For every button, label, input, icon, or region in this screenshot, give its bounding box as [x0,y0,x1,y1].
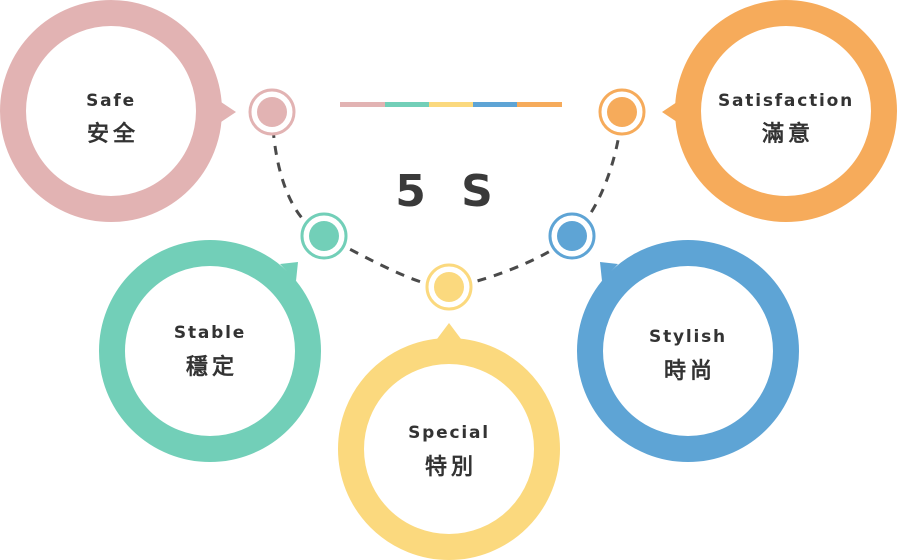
label-zh-safe: 安全 [87,121,139,147]
item-special: Special 特別 [338,263,560,560]
ring-stable [99,240,321,462]
pointer-safe [218,100,236,124]
label-zh-stylish: 時尚 [664,359,716,384]
ring-special [338,338,560,560]
diagram-title: 5 S [395,166,503,217]
label-en-safe: Safe [86,91,136,111]
ring-stylish [577,240,799,462]
pointer-stable [280,262,298,281]
label-en-special: Special [408,423,490,443]
item-safe: Safe 安全 [0,0,296,222]
color-bar [340,102,562,107]
pointer-stylish [600,262,618,281]
item-satisfaction: Satisfaction 滿意 [598,0,897,222]
color-bar-segment-stable [385,102,429,107]
node-dot-special [434,272,464,302]
color-bar-segment-safe [340,102,385,107]
node-dot-stylish [557,221,587,251]
node-dot-satisfaction [607,97,637,127]
color-bar-segment-stylish [473,102,517,107]
label-en-stylish: Stylish [649,327,727,347]
label-zh-special: 特別 [425,454,477,480]
color-bar-segment-satisfaction [517,102,562,107]
item-stable: Stable 穩定 [99,212,348,462]
label-en-satisfaction: Satisfaction [718,91,854,111]
ring-satisfaction [675,0,897,222]
item-stylish: Stylish 時尚 [548,212,799,462]
node-dot-safe [257,97,287,127]
node-dot-stable [309,221,339,251]
color-bar-segment-special [429,102,473,107]
ring-safe [0,0,222,222]
label-zh-stable: 穩定 [186,354,238,380]
label-en-stable: Stable [174,323,246,343]
pointer-special [437,323,461,339]
label-zh-satisfaction: 滿意 [762,121,814,147]
